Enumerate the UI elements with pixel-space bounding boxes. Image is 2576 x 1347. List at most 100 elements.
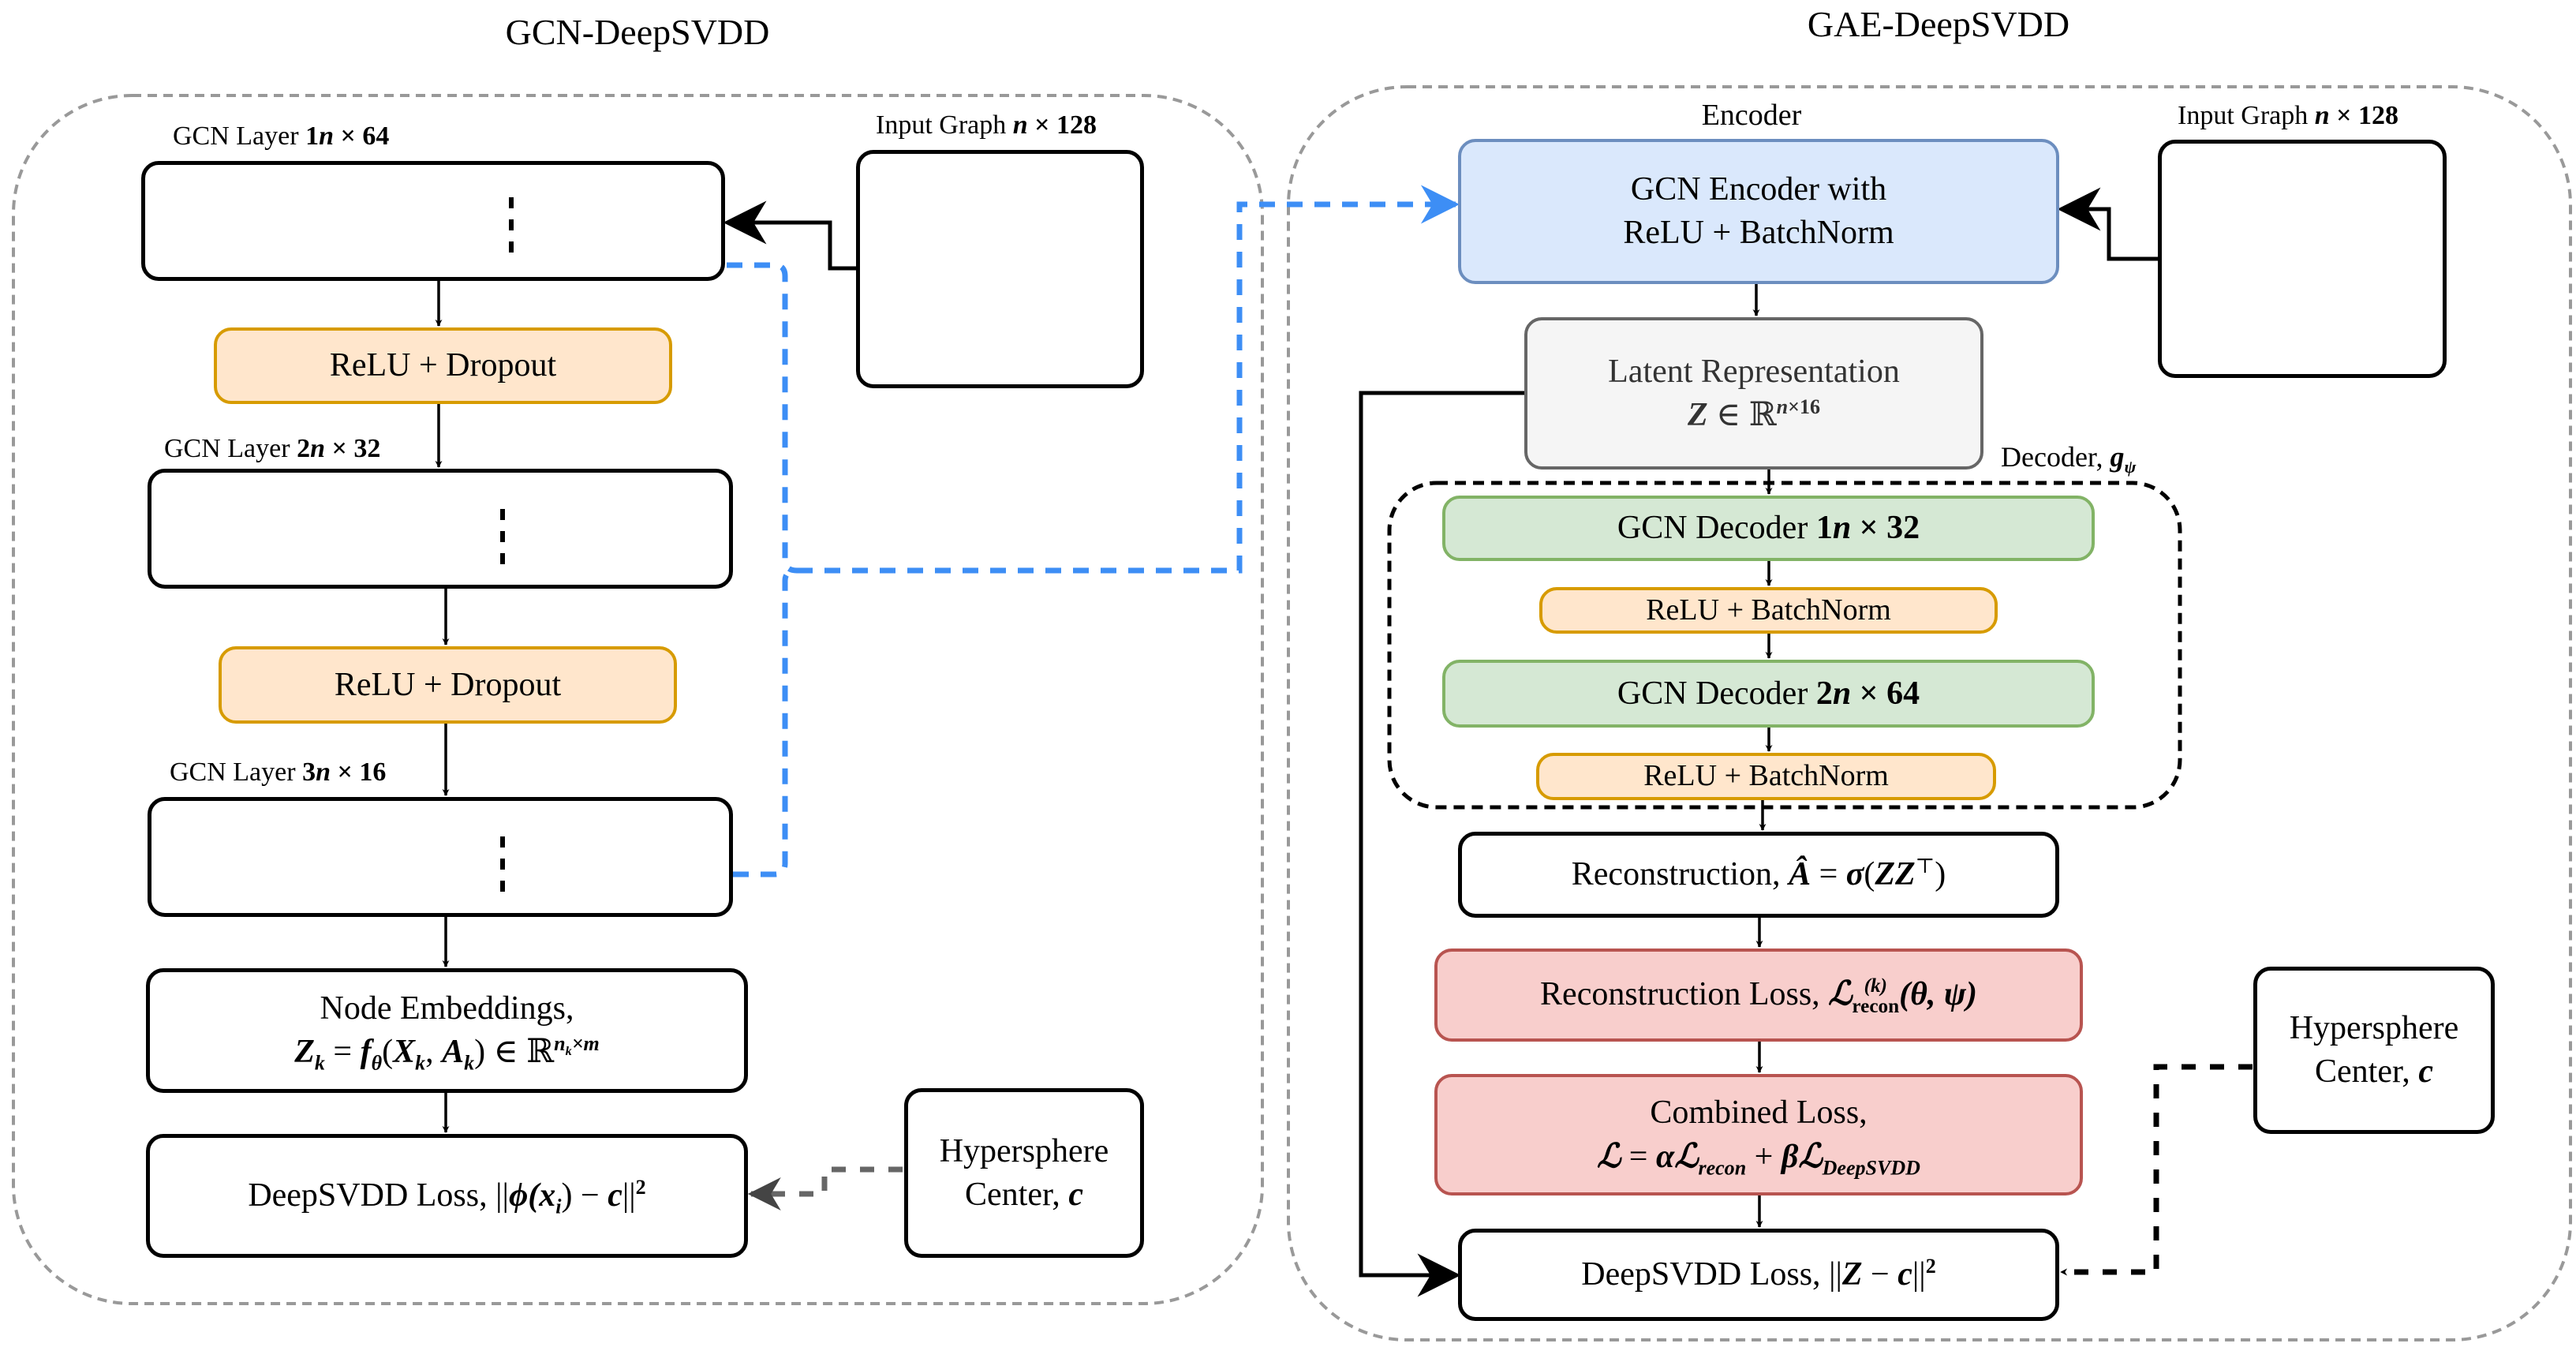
formula-part: Center, [965,1176,1069,1213]
label-n: n [319,122,334,151]
gcn-encoder-line1: GCN Encoder with [1630,171,1887,208]
relu-dropout-2-label: ReLU + Dropout [334,666,562,703]
formula-part: + [1746,1138,1782,1175]
formula-part: n [1832,675,1852,712]
formula-part: , [425,1034,443,1070]
arrow-hypersphere-to-loss-left [747,1166,903,1210]
hypersphere-center-right-box: Hypersphere Center, c [2253,967,2495,1134]
label-dim: × 32 [331,434,381,463]
deepsvdd-loss-left-box: DeepSVDD Loss, ||ϕ(xi) − c||2 [146,1134,748,1258]
relu-batchnorm-1: ReLU + BatchNorm [1539,587,1998,634]
gcn-decoder-2-box: GCN Decoder 2n × 64 [1442,660,2095,728]
relu-dropout-2: ReLU + Dropout [219,646,677,724]
formula-part: = [324,1034,361,1070]
formula-part: DeepSVDD Loss, [248,1177,496,1214]
formula-part: β [1781,1138,1799,1175]
blue-connector-l1 [727,262,798,574]
hypersphere-line2: Center, c [2315,1050,2433,1094]
formula-part: 1 [1815,510,1833,547]
hypersphere-line1: Hypersphere [939,1132,1109,1169]
formula-part: k [314,1051,325,1075]
label-text: GCN Layer [164,434,290,463]
formula-part: A [442,1034,465,1070]
combined-loss-title: Combined Loss, [1650,1094,1868,1131]
formula-part: 2 [635,1176,646,1199]
formula-part: || [1829,1256,1842,1293]
formula-part: ×m [571,1032,600,1055]
node-embeddings-formula: Zk = fθ(Xk, Ak) ∈ ℝnk×m [294,1031,600,1074]
label-text: Input Graph [2178,101,2309,130]
formula-part: θ [371,1051,383,1075]
formula-part: ϕ [508,1177,529,1214]
label-text: GCN Layer [173,122,299,151]
formula-part: c [1068,1176,1083,1213]
formula-part: (x [528,1177,556,1214]
label-idx: 1 [305,122,320,151]
formula-part: × 64 [1851,675,1920,712]
formula-part: ℒ [1597,1136,1621,1175]
label-text: GCN Layer [170,758,296,787]
hypersphere-line2: Center, c [965,1173,1083,1217]
right-panel-border [1287,85,2572,1341]
left-panel-border [12,94,1264,1305]
formula-part: n [1832,510,1852,547]
formula-part: recon [1852,996,1900,1018]
reconstruction-loss-box: Reconstruction Loss, ℒ(k)recon(θ, ψ) [1434,949,2083,1042]
latent-representation-box: Latent Representation Z ∈ ℝn×16 [1524,317,1983,470]
label-n: n [316,758,331,787]
gcn-layer-3-box [148,797,733,917]
formula-part: − [1862,1256,1898,1293]
decoder-label: Decoder, gψ [2001,440,2136,476]
formula-part: ∈ ℝ [1707,396,1777,433]
ellipsis-icon [500,836,505,903]
left-panel-title: GCN-DeepSVDD [505,12,770,52]
label-n: n [2314,101,2330,130]
ellipsis-icon [500,509,505,575]
formula-part: ℒ [1798,1136,1823,1175]
formula-part: ∈ ℝ [485,1034,555,1070]
formula-part: ×16 [1788,395,1820,418]
label-idx: 2 [297,434,311,463]
formula-part: ℒ [1828,974,1853,1013]
formula-part: Reconstruction Loss, [1540,976,1829,1013]
formula-part: i [555,1195,562,1218]
formula-part: Z [294,1034,315,1070]
label-dim: × 16 [337,758,387,787]
formula-part: DeepSVDD Loss, [1581,1256,1830,1293]
gcn-layer-1-label: GCN Layer 1n × 64 [173,122,389,152]
arrow-latent-to-deepsvdd [1359,391,1524,1297]
formula-part: k [565,1045,572,1059]
deepsvdd-loss-right-box: DeepSVDD Loss, ||Z − c||2 [1458,1229,2059,1321]
latent-formula: Z ∈ ℝn×16 [1688,394,1820,437]
ellipsis-icon [509,197,514,264]
label-dim: × 128 [1034,110,1097,140]
gcn-layer-1-box [141,161,725,281]
formula-part: Z [1687,396,1708,433]
formula-part: DeepSVDD [1822,1155,1920,1179]
encoder-label: Encoder [1701,99,1802,132]
formula-part: c [608,1177,623,1214]
formula-part: ) [474,1034,486,1070]
right-panel-title: GAE-DeepSVDD [1807,4,2070,44]
input-graph-left-box [856,150,1144,388]
gcn-encoder-line2: ReLU + BatchNorm [1623,215,1894,251]
formula-part: = [1621,1138,1656,1175]
relu-dropout-1: ReLU + Dropout [214,327,672,404]
formula-part: ⊤ [1915,855,1935,878]
label-text: Decoder, [2001,441,2111,473]
reconstruction-formula: Reconstruction, Â = σ(ZZ⊤) [1572,853,1946,896]
blue-connector-l3 [733,567,798,877]
formula-part: X [393,1034,416,1070]
gcn-layer-3-label: GCN Layer 3n × 16 [170,758,386,788]
gcn-decoder-2-label: GCN Decoder 2n × 64 [1617,672,1920,716]
formula-part: − [572,1177,608,1214]
blue-connector-to-encoder [797,185,1460,574]
formula-part: σ [1845,856,1864,893]
formula-part: n [1776,395,1789,418]
gcn-encoder-box: GCN Encoder with ReLU + BatchNorm [1458,139,2059,284]
reconstruction-loss-formula: Reconstruction Loss, ℒ(k)recon(θ, ψ) [1540,972,1977,1018]
formula-part: Z [1841,1256,1863,1293]
relu-dropout-1-label: ReLU + Dropout [329,347,557,384]
formula-part: α [1655,1138,1675,1175]
formula-part: (k) [1864,975,1887,997]
